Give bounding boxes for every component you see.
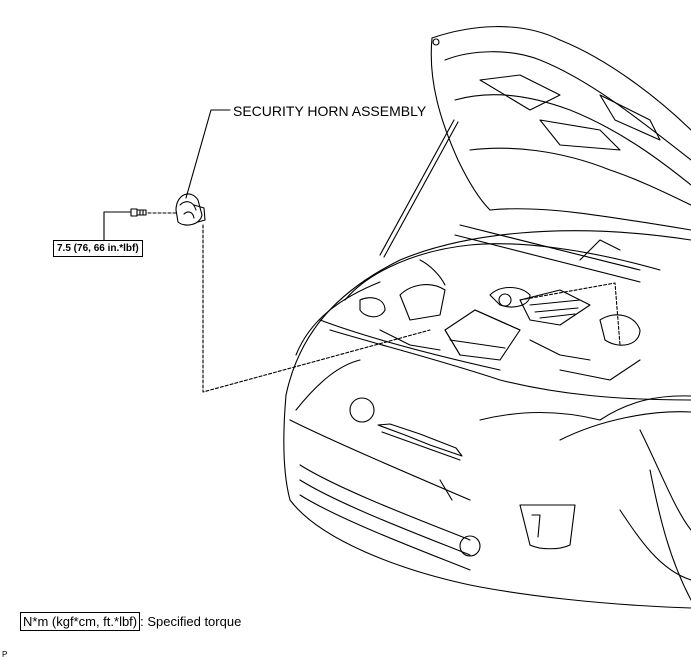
figure-code: P	[2, 650, 8, 659]
dashed-location-line	[519, 282, 621, 346]
torque-spec-box: 7.5 (76, 66 in.*lbf)	[53, 240, 143, 257]
hood-prop-rod	[379, 119, 459, 258]
legend-description: : Specified torque	[140, 614, 242, 629]
engine-components	[344, 224, 661, 381]
security-horn-assembly	[175, 193, 206, 226]
car-body-outline	[283, 230, 691, 609]
hood-open	[430, 26, 691, 231]
legend-unit-box: N*m (kgf*cm, ft.*lbf)	[20, 612, 141, 631]
horn-leader-line	[185, 109, 231, 199]
dashed-location-line	[202, 224, 431, 393]
torque-legend: N*m (kgf*cm, ft.*lbf): Specified torque	[20, 612, 242, 631]
bolt-icon	[130, 208, 147, 217]
security-horn-label: SECURITY HORN ASSEMBLY	[233, 103, 427, 119]
torque-leader-line	[103, 211, 131, 241]
